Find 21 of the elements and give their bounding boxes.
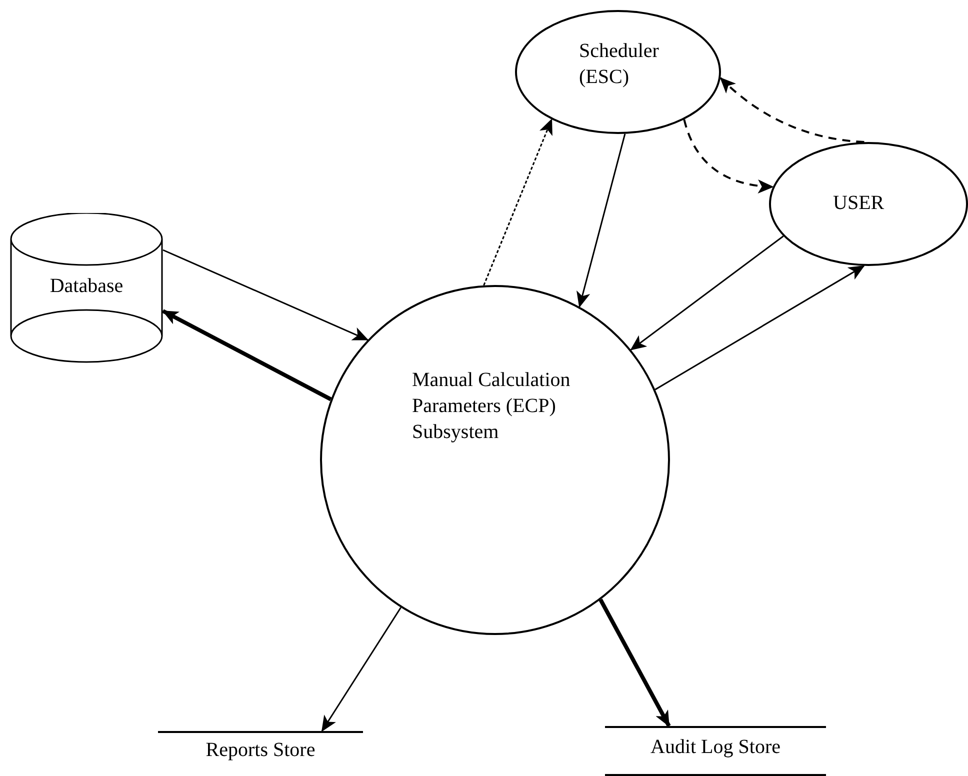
node-label: Reports Store	[204, 738, 316, 763]
arrow	[683, 119, 774, 193]
arrow	[162, 309, 332, 402]
arrow	[654, 265, 865, 390]
process-ellipse	[769, 142, 968, 266]
process-ellipse	[515, 10, 721, 134]
node-label: Manual Calculation Parameters (ECP) Subsystem	[412, 368, 572, 445]
arrow	[598, 598, 671, 727]
database-cylinder	[10, 213, 163, 363]
arrow	[483, 118, 552, 286]
node-label: Scheduler (ESC)	[579, 39, 660, 90]
node-label: USER	[833, 191, 886, 216]
arrow	[720, 77, 864, 144]
process-circle	[320, 285, 670, 635]
node-label: Database	[48, 274, 124, 299]
arrow	[321, 607, 402, 732]
arrow	[576, 134, 626, 308]
arrow	[162, 249, 369, 341]
data-store	[605, 726, 826, 776]
node-label: Audit Log Store	[650, 735, 782, 760]
arrow	[630, 236, 784, 350]
